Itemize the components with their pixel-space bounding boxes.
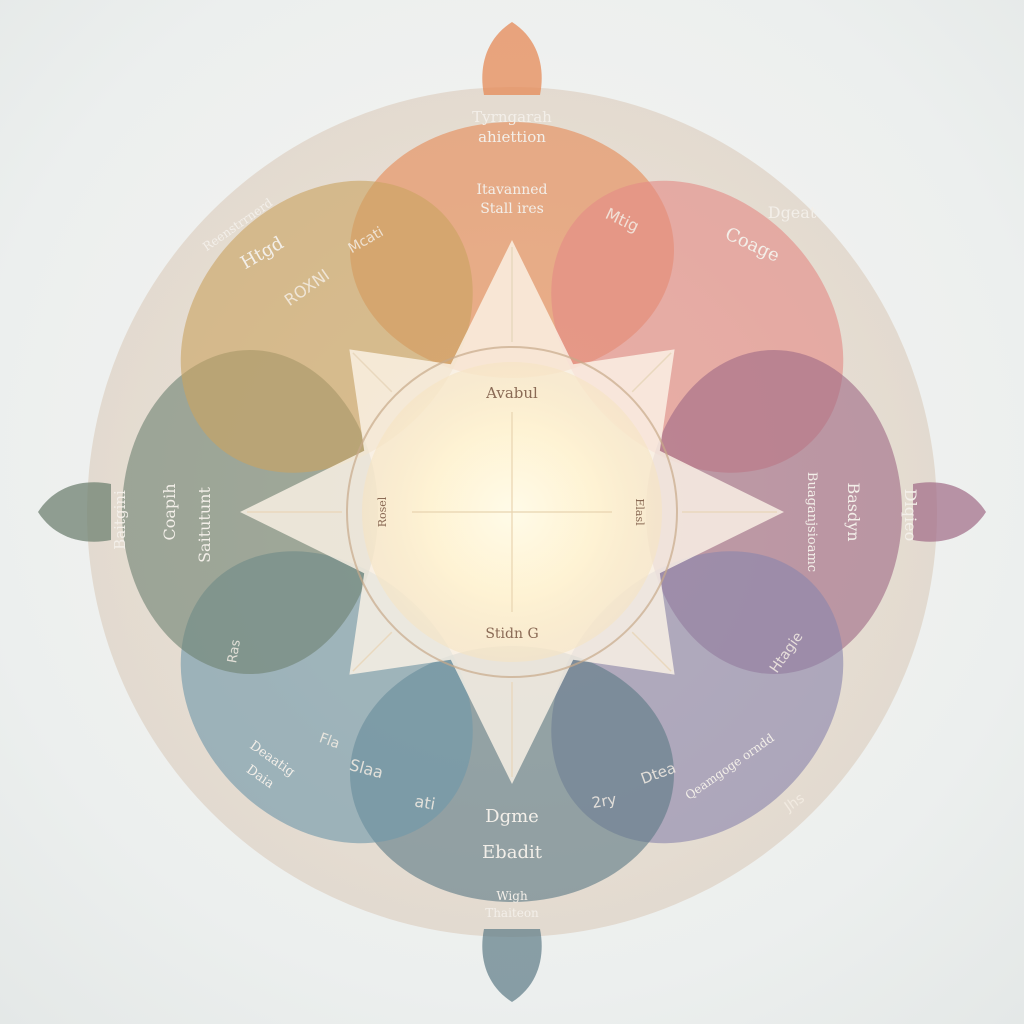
top-title-2: ahiettion bbox=[478, 128, 546, 146]
tip-top bbox=[482, 22, 542, 95]
right-2: Basdyn bbox=[844, 482, 863, 541]
right-1: Buaganjsioamc bbox=[804, 472, 819, 572]
right-3: Dlqieo bbox=[901, 489, 920, 541]
center-ring bbox=[346, 346, 678, 678]
left-1: Baitgini bbox=[111, 490, 129, 550]
bottom-title-2: Ebadit bbox=[482, 842, 543, 863]
bottom-left-5: ati bbox=[413, 791, 437, 813]
star-ray bbox=[631, 631, 672, 672]
center-bottom-label: Stidn G bbox=[485, 626, 538, 642]
center-top-label: Avabul bbox=[485, 384, 538, 402]
tip-right bbox=[913, 482, 986, 542]
bottom-left-3: Fla bbox=[317, 730, 342, 752]
left-2: Coapih bbox=[160, 483, 179, 540]
bottom-sub-1: Wigh bbox=[496, 889, 528, 903]
top-title-1: Tyrngarah bbox=[472, 108, 552, 126]
center-left-label: Rosel bbox=[376, 496, 389, 527]
left-3: Saitutunt bbox=[195, 487, 214, 563]
star-ray bbox=[631, 352, 672, 393]
top-sub-1: Itavanned bbox=[476, 182, 547, 198]
bottom-title-1: Dgme bbox=[485, 806, 539, 827]
bottom-right-3: 2ry bbox=[590, 790, 617, 812]
bottom-sub-2: Thaiteon bbox=[485, 906, 539, 920]
top-right-1: Dgeat bbox=[768, 203, 817, 222]
star-ray bbox=[352, 352, 393, 393]
tip-left bbox=[38, 482, 111, 542]
center-right-label: Elasl bbox=[633, 498, 646, 526]
left-4: Ras bbox=[225, 638, 244, 664]
tip-bottom bbox=[482, 929, 542, 1002]
star-ray bbox=[352, 631, 393, 672]
top-sub-2: Stall ires bbox=[480, 201, 544, 217]
